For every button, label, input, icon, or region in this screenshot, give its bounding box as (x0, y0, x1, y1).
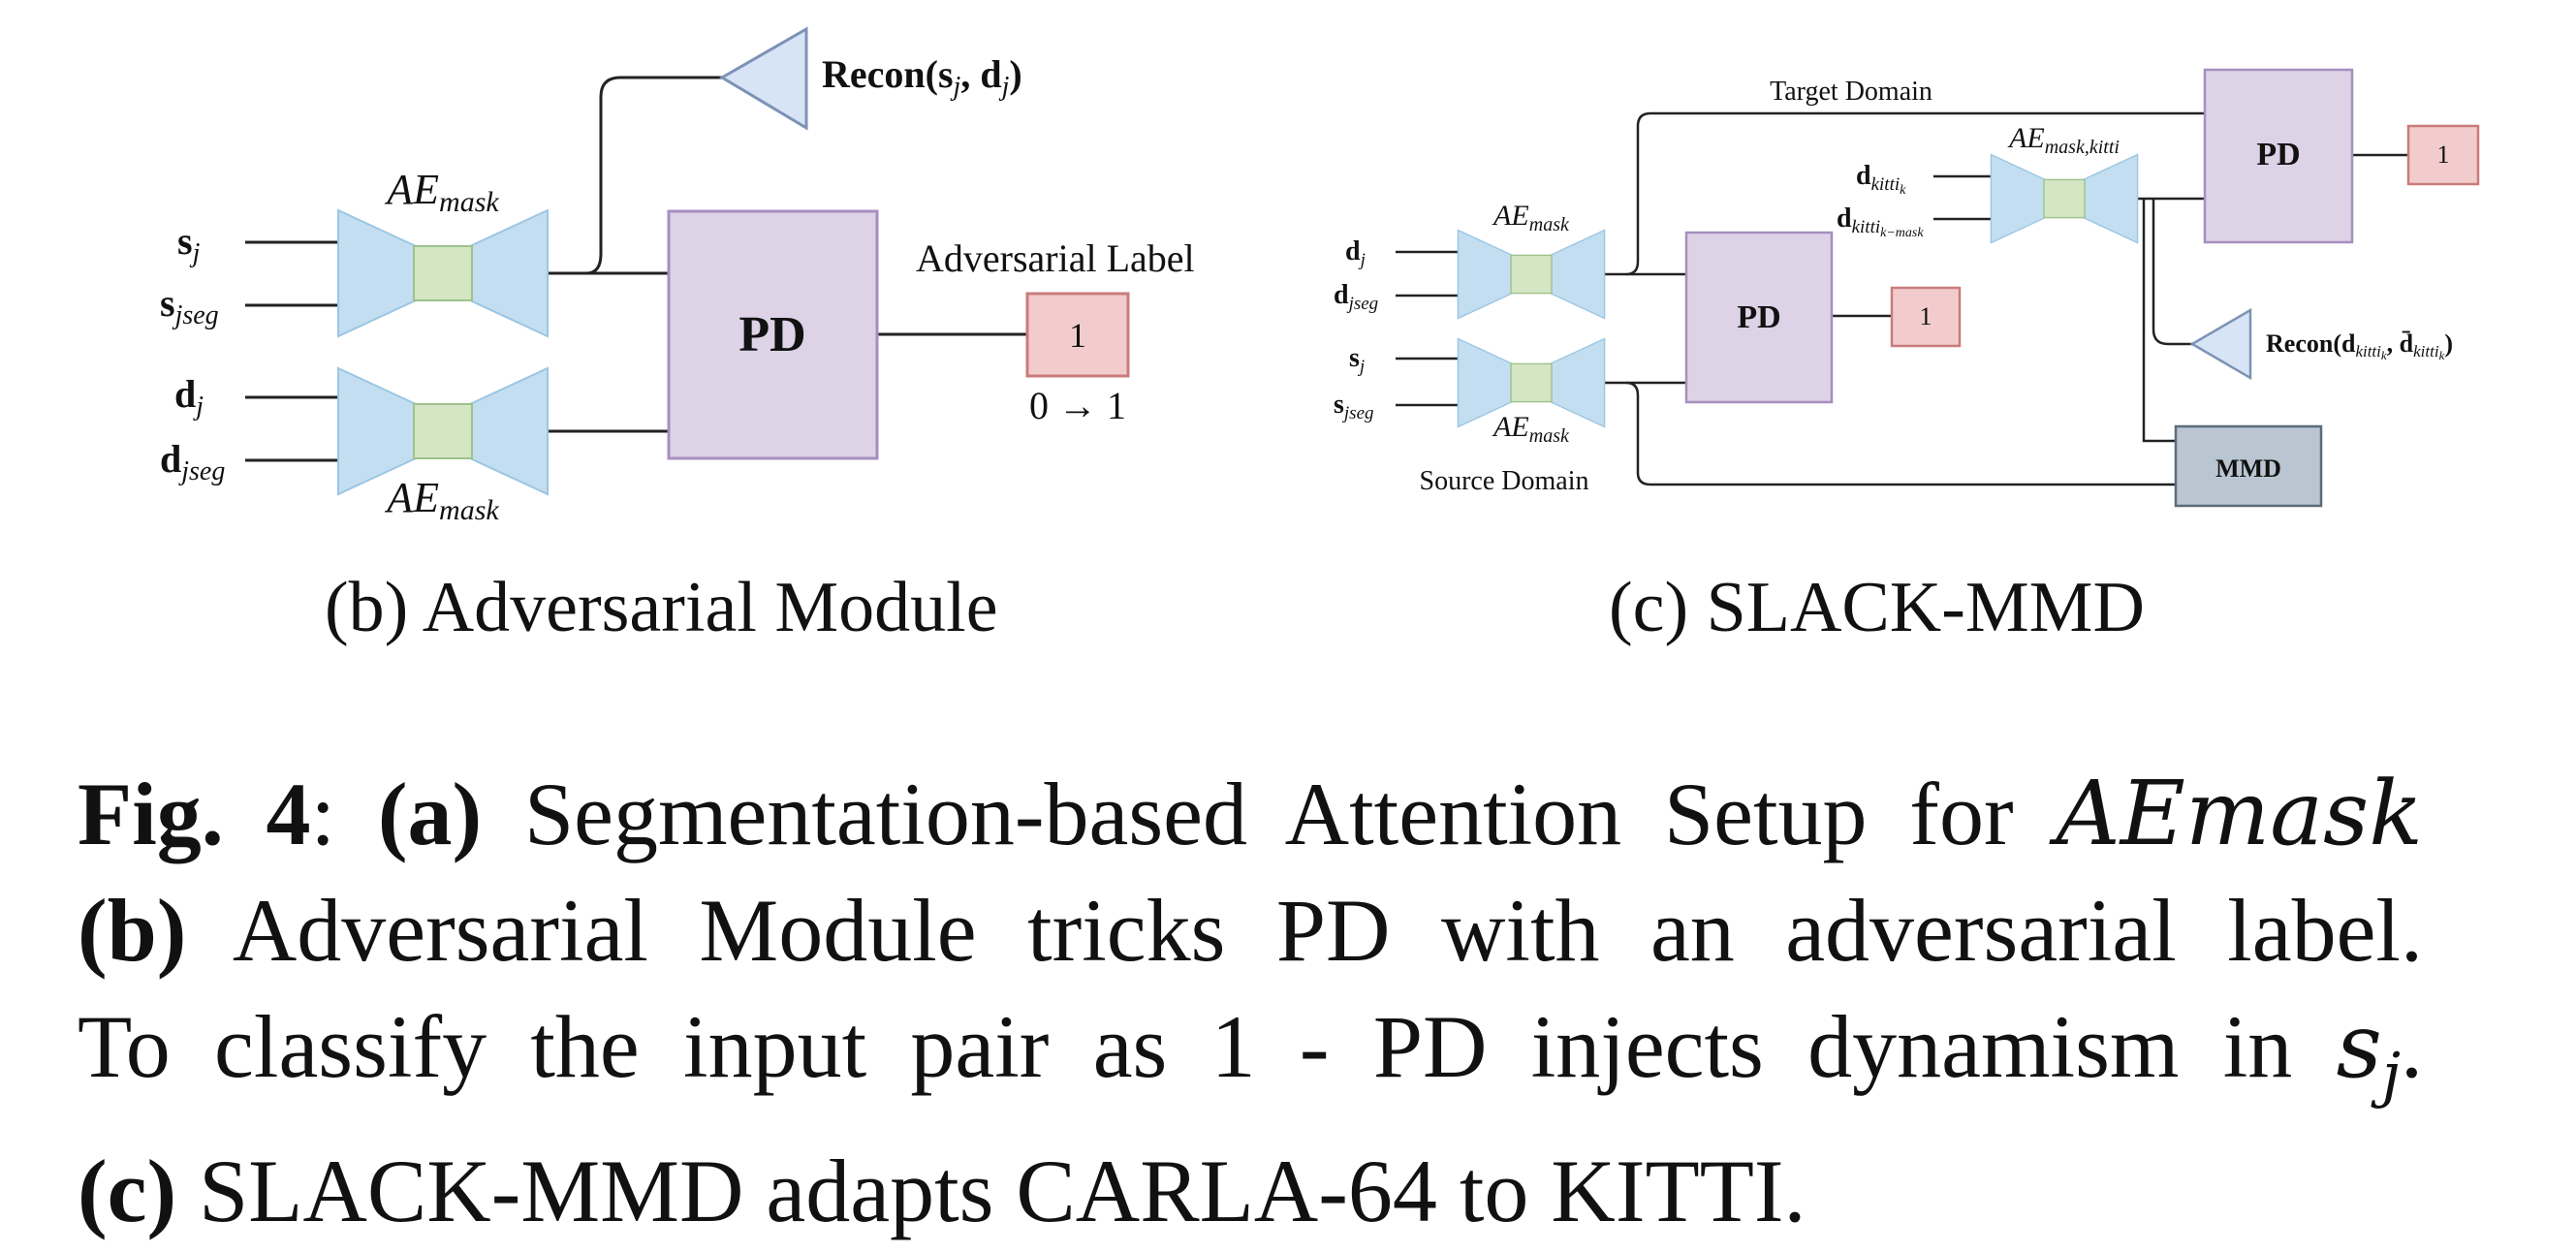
panel-b: AEmask AEmask sj sjseg dj djseg PD Recon… (160, 26, 1195, 526)
ae-mask-source (1457, 337, 1606, 428)
caption-a-tag: (a) (377, 765, 483, 863)
ae-mask-bottom-label: AEmask (384, 474, 499, 526)
panel-c: Target Domain Source Domain AEmask AEmas… (1334, 68, 2480, 508)
caption-line-4: (c) SLACK-MMD adapts CARLA-64 to KITTI. (78, 1133, 2423, 1249)
recon-label: Recon(sj, dj) (822, 52, 1022, 102)
pd-output-box-c (1890, 286, 1962, 348)
ae-mask-top-label: AEmask (384, 166, 499, 218)
panel-c-caption: (c) SLACK-MMD (1609, 568, 2145, 647)
panel-b-caption: (b) Adversarial Module (325, 568, 998, 647)
pd2-label: PD (2256, 137, 2300, 172)
ae-mask-top (337, 209, 549, 337)
caption-line-1: Fig. 4: (a) Segmentation-based Attention… (78, 762, 2424, 865)
caption-c-tag: (c) (78, 1142, 177, 1241)
caption-line3-text: To classify the input pair as 1 - PD inj… (78, 997, 2293, 1096)
pd2-output-box (2406, 124, 2480, 186)
input-c-d-jseg: djseg (1334, 280, 1378, 314)
input-d-kitti-k: dkittik (1856, 161, 1906, 198)
figure-caption: Fig. 4: (a) Segmentation-based Attention… (78, 756, 2423, 1249)
adversarial-label-value: 1 (1069, 316, 1086, 355)
input-d-kitti-k-mask: dkittik−mask (1837, 203, 1924, 240)
mmd-label: MMD (2215, 454, 2281, 483)
pd2-box (2203, 68, 2354, 244)
recon-kitti-label: Recon(dkittik, d̄kittik) (2266, 329, 2453, 362)
caption-b-tag: (b) (78, 881, 187, 980)
pd-box (667, 209, 879, 460)
adversarial-label-box (1025, 292, 1130, 378)
input-c-s-jseg: sjseg (1334, 390, 1374, 423)
ae-mask-kitti-label: AEmask,kitti (2007, 122, 2120, 158)
architecture-diagram: AEmask AEmask sj sjseg dj djseg PD Recon… (160, 26, 2480, 526)
pd-label-c: PD (1737, 299, 1780, 335)
input-c-s-j: sj (1349, 343, 1365, 377)
caption-b-text: Adversarial Module tricks PD with an adv… (232, 881, 2423, 980)
caption-fig-number: Fig. 4 (78, 765, 311, 863)
input-s-jseg: sjseg (160, 281, 219, 330)
caption-line-3: To classify the input pair as 1 - PD inj… (78, 994, 2424, 1111)
source-domain-label: Source Domain (1420, 466, 1589, 496)
caption-line-2: (b) Adversarial Module tricks PD with an… (78, 872, 2423, 988)
target-domain-label: Target Domain (1770, 77, 1932, 107)
adversarial-label-flip: 0 → 1 (1029, 384, 1126, 427)
pd-box-c (1684, 231, 1834, 404)
ae-mask-bottom (337, 367, 549, 495)
caption-a-text: Segmentation-based Attention Setup for (523, 765, 2014, 863)
recon-triangle (719, 26, 808, 131)
caption-a-math: AEmask (2056, 762, 2424, 865)
input-c-d-j: dj (1345, 236, 1366, 270)
ae-mask-target (1457, 229, 1606, 320)
ae-mask-target-label: AEmask (1492, 200, 1570, 235)
recon-kitti-triangle (2189, 307, 2252, 381)
input-s-j: sj (177, 219, 201, 268)
caption-line3-sub: j (2381, 1039, 2402, 1111)
adversarial-label-title: Adversarial Label (916, 236, 1195, 280)
caption-line3-math: s (2336, 994, 2382, 1098)
ae-mask-kitti (1990, 153, 2139, 244)
pd2-output-value: 1 (2437, 141, 2450, 169)
pd-output-value-c: 1 (1920, 302, 1932, 330)
caption-c-text: SLACK-MMD adapts CARLA-64 to KITTI. (199, 1142, 1806, 1241)
mmd-box (2174, 424, 2323, 508)
ae-mask-source-label: AEmask (1492, 411, 1570, 447)
input-d-jseg: djseg (160, 437, 225, 486)
input-d-j: dj (174, 372, 204, 422)
pd-label: PD (738, 307, 805, 362)
